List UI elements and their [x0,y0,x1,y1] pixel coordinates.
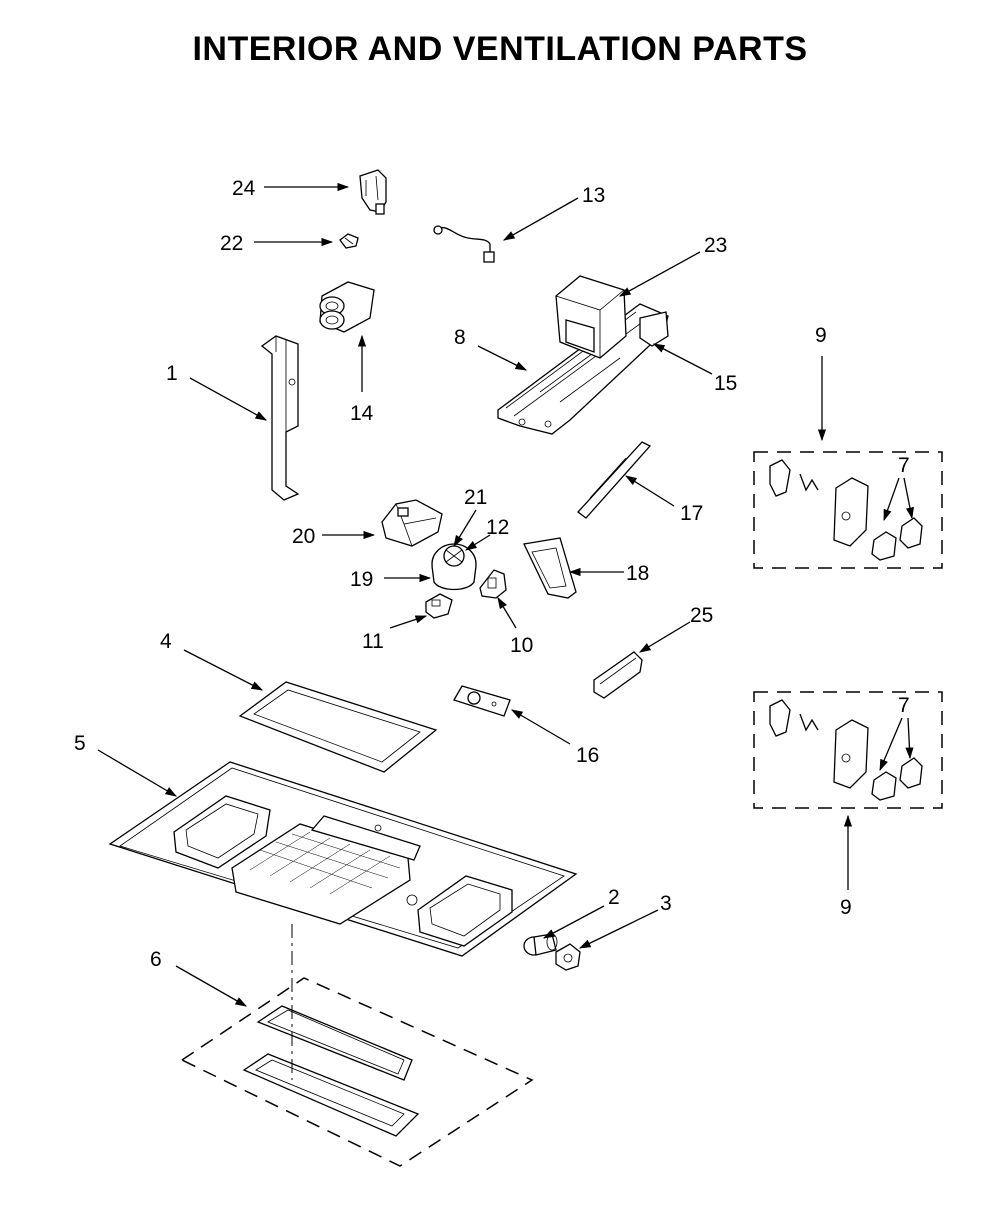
part-1-bracket [260,335,300,501]
callout-7-top: 7 [898,454,910,477]
part-14-capacitor [319,281,375,333]
callout-15: 15 [714,372,737,395]
callout-9-bottom: 9 [840,896,852,919]
callout-24: 24 [232,177,256,200]
callout-25: 25 [690,604,713,627]
callout-21: 21 [464,486,487,509]
part-25-latch [593,651,643,699]
callout-12: 12 [486,516,509,539]
callout-8: 8 [454,326,466,349]
callout-2: 2 [608,886,620,909]
part-5-bottom-plate [108,761,578,957]
part-20-duct [381,499,443,547]
callout-9-top: 9 [815,324,827,347]
part-24-bracket [359,169,387,215]
part-13-wire [433,225,495,263]
callout-13: 13 [582,184,605,207]
part-4-filter [238,681,438,773]
part-23-transformer [555,275,627,359]
callout-4: 4 [160,630,172,653]
part-2-socket [523,933,558,956]
leader-lines [97,182,914,1007]
part-9-assembly-top [753,451,943,569]
callout-1: 1 [166,362,178,385]
callout-22: 22 [220,232,243,255]
part-11-switch [425,593,453,619]
part-6-charcoal-filter [180,924,534,1167]
part-18-plate [523,537,577,599]
callout-3: 3 [660,892,672,915]
diagram-title: INTERIOR AND VENTILATION PARTS [192,30,808,68]
callout-20: 20 [292,525,315,548]
part-17-bar [577,441,652,519]
callout-19: 19 [350,568,373,591]
callout-14: 14 [350,402,374,425]
callout-labels: 24 22 13 23 8 1 14 15 9 7 17 21 12 20 19… [74,177,910,971]
part-10-mount [479,569,507,599]
callout-5: 5 [74,732,86,755]
callout-17: 17 [680,502,703,525]
part-9-assembly-bottom [753,691,943,809]
part-22-clip [339,233,359,249]
callout-18: 18 [626,562,649,585]
callout-6: 6 [150,948,162,971]
callout-23: 23 [704,234,727,257]
part-3-bulb-holder [555,943,581,971]
part-16-sensor-board [453,685,511,717]
part-19-fan-motor [431,543,477,591]
callout-7-bottom: 7 [898,694,910,717]
callout-11: 11 [362,630,384,653]
callout-16: 16 [576,744,599,767]
callout-10: 10 [510,634,533,657]
